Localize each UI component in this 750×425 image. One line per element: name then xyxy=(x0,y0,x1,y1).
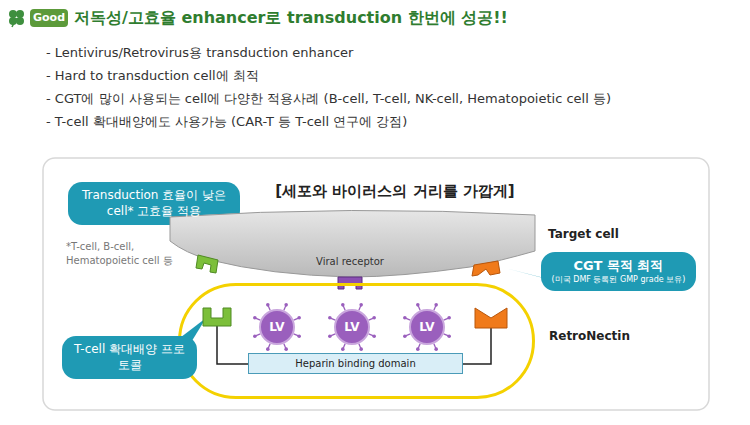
virus-spike xyxy=(403,334,407,338)
badge-text: Good xyxy=(30,10,68,26)
virus-spike xyxy=(372,316,376,320)
bullet-item: - Hard to transduction cell에 최적 xyxy=(46,67,259,85)
node-text: (미국 DMF 등록된 GMP grade 보유) xyxy=(551,275,686,285)
virus-spike xyxy=(253,334,257,338)
virus-spike xyxy=(447,316,451,320)
bullet-item: - T-cell 확대배양에도 사용가능 (CAR-T 등 T-cell 연구에… xyxy=(46,113,407,131)
virus-spike xyxy=(328,316,332,320)
cell-body xyxy=(170,210,535,277)
node-text: Heparin binding domain xyxy=(295,358,415,369)
orange-receptor xyxy=(472,261,500,276)
callout-bubble: Transduction 효율이 낮은 cell* 고효율 적용 xyxy=(68,182,240,225)
virus-spike xyxy=(297,334,301,338)
virus-spike xyxy=(416,347,420,351)
virus-spike xyxy=(372,334,376,338)
heparin-domain-box: Heparin binding domain xyxy=(248,353,463,374)
virus-spike xyxy=(266,303,270,307)
virus-spike xyxy=(297,316,301,320)
virus-spike xyxy=(359,347,363,351)
retronectin-outline: RetroNectinLVLVLVHeparin binding domain xyxy=(178,283,535,399)
virus-spike xyxy=(447,334,451,338)
node-text: RetroNectin xyxy=(549,329,630,343)
panel-frame xyxy=(43,158,709,410)
linker-line xyxy=(217,326,248,364)
good-badge xyxy=(30,9,68,27)
virus-spike xyxy=(266,347,270,351)
virus-spike xyxy=(328,334,332,338)
callout-bubble: T-cell 확대배양 프로토콜 xyxy=(62,336,197,379)
part-label: Viral receptor xyxy=(300,256,400,267)
linker-line xyxy=(463,328,491,364)
footnote: *T-cell, B-cell, Hematopoietic cell 등 xyxy=(66,240,178,267)
cell-membrane xyxy=(170,205,535,285)
virus-spike xyxy=(341,303,345,307)
node-text: CGT 목적 최적 xyxy=(551,258,686,275)
bullet-item: - CGT에 많이 사용되는 cell에 다양한 적용사례 (B-cell, T… xyxy=(46,90,611,108)
virus-particle: LV xyxy=(259,309,295,345)
cell-binding-domain xyxy=(203,308,231,326)
virus-spike xyxy=(284,347,288,351)
node-text: LV xyxy=(344,320,359,334)
virus-spike xyxy=(434,347,438,351)
virus-spike xyxy=(341,347,345,351)
virus-spike xyxy=(284,303,288,307)
node-text: T-cell 확대배양 프로토콜 xyxy=(72,342,187,373)
clover-icon xyxy=(9,10,24,27)
green-receptor xyxy=(196,255,218,273)
virus-particle: LV xyxy=(409,309,445,345)
node-text: Target cell xyxy=(548,227,619,241)
virus-spike xyxy=(416,303,420,307)
callout-bubble: CGT 목적 최적(미국 DMF 등록된 GMP grade 보유) xyxy=(541,252,696,291)
node-text: LV xyxy=(269,320,284,334)
diagram-heading: [세포와 바이러스의 거리를 가깝게] xyxy=(250,182,540,201)
virus-spike xyxy=(253,316,257,320)
virus-spike xyxy=(359,303,363,307)
virus-spike xyxy=(403,316,407,320)
node-text: Transduction 효율이 낮은 cell* 고효율 적용 xyxy=(78,188,230,219)
vla-binding-domain xyxy=(475,308,507,328)
virus-spike xyxy=(434,303,438,307)
node-text: LV xyxy=(419,320,434,334)
page-title: 저독성/고효율 enhancer로 transduction 한번에 성공!! xyxy=(74,8,508,29)
bullet-item: - Lentivirus/Retrovirus용 transduction en… xyxy=(46,44,353,62)
target-cell: Target cell xyxy=(170,205,535,285)
virus-particle: LV xyxy=(334,309,370,345)
